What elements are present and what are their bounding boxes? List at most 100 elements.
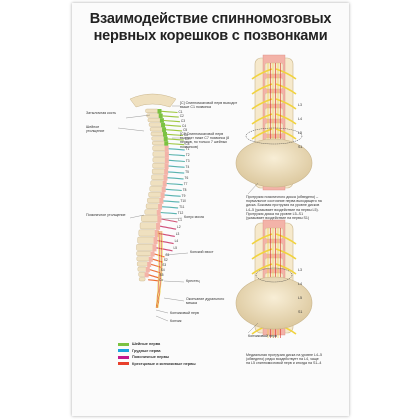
vertebra-S3 (137, 261, 149, 267)
nerve-core-T6 (167, 177, 184, 180)
cauda-strand (157, 230, 163, 309)
nerve-core-T7 (166, 183, 183, 185)
title-line-2: нервных корешков с позвонками (93, 28, 328, 44)
vertebra-label-C1: C1 (178, 109, 183, 114)
vertebra-label-S5: S5 (159, 273, 164, 278)
right-vertebra (264, 242, 284, 255)
cord-segment-T5 (164, 169, 169, 175)
vertebra-label-C8: C8 (185, 142, 190, 146)
right-vertebra (264, 227, 284, 240)
right-nerve-left (251, 83, 273, 95)
vertebra-T12 (144, 209, 158, 215)
nerve-core-T2 (168, 154, 185, 156)
legend-label: Поясничные нервы (132, 355, 170, 359)
cord-segment-C2 (158, 113, 163, 119)
nerve-core-T5 (168, 171, 185, 174)
lumbar-section-top (235, 54, 313, 191)
nerve-core-S5 (148, 274, 159, 278)
legend-label: Шейные нерва (132, 342, 161, 346)
vertebra-label-C7: C7 (184, 137, 189, 142)
nerve-core-T10 (163, 200, 180, 203)
vertebra-label-C5: C5 (183, 128, 188, 133)
legend-item: Поясничные нервы (118, 354, 196, 360)
cord-segment-C1 (157, 109, 162, 114)
nerve-core-L3 (158, 233, 175, 237)
vertebra-L1 (141, 215, 159, 222)
right-vertebra (264, 62, 284, 75)
vertebra-T6 (151, 174, 165, 180)
legend-item: Шейные нерва (118, 341, 196, 347)
vertebra-label-S1: S1 (165, 252, 170, 257)
label-disc-note-bottom: Медиальная протрузия диска на уровне L4–… (246, 353, 322, 366)
vertebra-T3 (152, 157, 167, 163)
vertebra-C1 (145, 108, 159, 113)
legend-swatch (118, 355, 129, 359)
vertebra-label-L3: L3 (175, 231, 180, 236)
vertebra-S4 (137, 266, 148, 272)
vertebra-T7 (150, 180, 164, 186)
cord-segment-T3 (164, 157, 169, 164)
label-lumbar-enlargement: Поясничное утолщение (86, 213, 126, 217)
nerve-core-T11 (162, 206, 179, 209)
sacrum-bottom (235, 276, 313, 330)
vertebra-Co (138, 277, 146, 282)
cord-segment-T4 (164, 163, 169, 169)
vertebra-label-T4: T4 (185, 164, 190, 169)
legend-swatch (118, 349, 129, 352)
right-nerve-left (251, 248, 273, 260)
cord-segment-L5 (152, 244, 157, 252)
nerve-core-T4 (168, 165, 185, 168)
vertebra-L3 (138, 229, 156, 237)
vertebra-S5 (138, 272, 146, 277)
cord-segment-C5 (162, 127, 167, 132)
vertebra-label-C2: C2 (179, 114, 184, 119)
vertebra-T9 (148, 191, 162, 198)
right-nerve-left (251, 98, 273, 110)
right-label-bottom-S1: S1 (298, 310, 303, 314)
right-label-top-L3: L3 (298, 103, 302, 107)
right-label-top-L5: L5 (298, 131, 302, 135)
spine-column (129, 93, 185, 309)
cauda-strand (155, 230, 159, 309)
cauda-strand (156, 230, 161, 309)
nerve-core-L2 (160, 226, 177, 230)
vertebra-C5 (149, 127, 164, 132)
sacrum-top (235, 138, 313, 188)
cord-segment-L1 (157, 215, 162, 223)
vertebra-C4 (148, 122, 163, 127)
vertebra-label-T1: T1 (185, 147, 190, 152)
vertebra-label-T5: T5 (185, 170, 189, 175)
right-label-top-S1: S1 (298, 145, 303, 149)
vertebra-label-T10: T10 (180, 199, 186, 204)
lumbar-section-bottom (235, 219, 313, 338)
vertebra-label-T9: T9 (181, 193, 186, 198)
nerve-core-C3 (163, 120, 180, 122)
right-label-bottom-L3: L3 (298, 268, 302, 272)
nerve-core-Co (148, 279, 159, 281)
label-coccygeal-nerve: Копчиковый нерв (170, 311, 199, 315)
nerve-core-C8 (168, 143, 185, 145)
cord-segment-L2 (156, 222, 161, 230)
label-conus: Конус мозга (184, 215, 204, 219)
cord-segment-T9 (160, 192, 165, 198)
cord-segment-T1 (164, 145, 169, 152)
cord-segment-C6 (162, 132, 167, 137)
right-label-top-L4: L4 (298, 117, 302, 121)
vertebra-label-S4: S4 (160, 268, 165, 273)
nerve-core-T12 (160, 212, 177, 214)
cord-segment-L3 (154, 229, 159, 237)
right-nerve-left (251, 113, 273, 125)
vertebra-T2 (152, 151, 167, 157)
vertebra-label-T8: T8 (182, 187, 187, 192)
nerve-core-L1 (161, 218, 178, 223)
nerve-core-C4 (165, 124, 182, 127)
vertebra-label-L5: L5 (173, 246, 178, 251)
cord-segment-C3 (159, 118, 164, 123)
nerve-core-C7 (167, 138, 184, 141)
right-nerve-left (251, 68, 273, 80)
nerve-core-T3 (168, 160, 185, 162)
right-label-bottom-L5: L5 (298, 296, 302, 300)
vertebra-C2 (146, 113, 160, 118)
vertebra-C8 (152, 140, 166, 146)
